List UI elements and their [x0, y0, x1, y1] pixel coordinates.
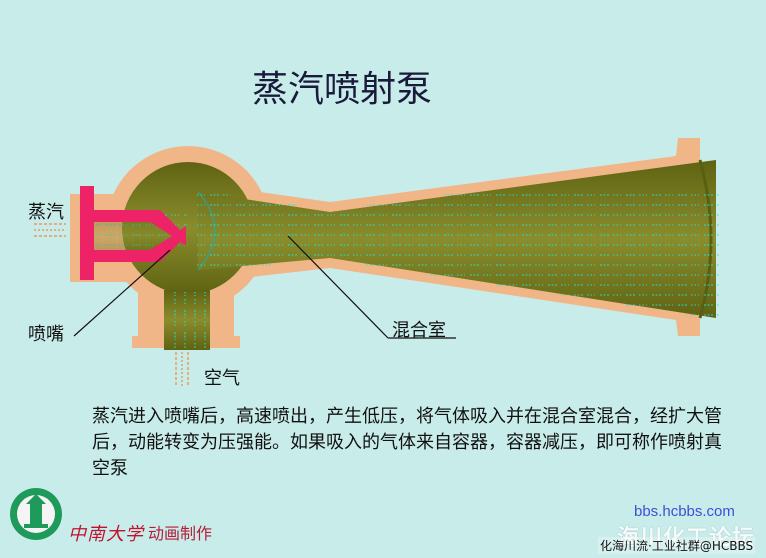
- forum-watermark: 海川化工论坛: [617, 526, 756, 551]
- university-logo: [10, 488, 62, 540]
- label-steam: 蒸汽: [28, 202, 64, 223]
- university-name: 中南大学: [68, 524, 144, 545]
- animation-credit: 动画制作: [148, 524, 213, 543]
- leader-lines: [73, 235, 456, 339]
- community-watermark: 化海川流·工业社群@HCBBS: [598, 537, 756, 554]
- page-title: 蒸汽喷射泵: [252, 69, 433, 110]
- description-text: 蒸汽进入喷嘴后，高速喷出，产生低压，将气体吸入并在混合室混合，经扩大管后，动能转…: [92, 406, 722, 479]
- label-air: 空气: [204, 368, 240, 389]
- steam-inflow-arrows: [34, 223, 66, 237]
- site-url[interactable]: bbs.hcbbs.com: [634, 503, 735, 520]
- label-nozzle: 喷嘴: [28, 324, 64, 345]
- steam-nozzle: [80, 186, 186, 280]
- label-mixing-chamber: 混合室: [392, 320, 446, 341]
- air-inflow-arrows: [175, 352, 189, 386]
